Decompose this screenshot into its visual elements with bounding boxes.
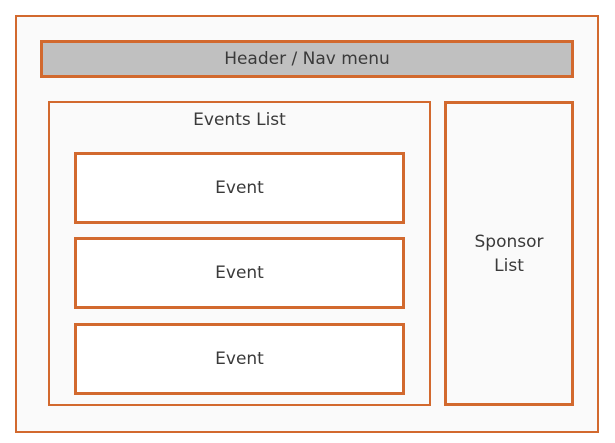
event-label: Event [215, 263, 264, 283]
header-label: Header / Nav menu [224, 49, 390, 69]
event-label: Event [215, 178, 264, 198]
event-item[interactable]: Event [74, 237, 405, 309]
events-list-title: Events List [193, 110, 286, 130]
event-label: Event [215, 349, 264, 369]
event-item[interactable]: Event [74, 152, 405, 224]
sponsor-list: Sponsor List [444, 101, 574, 406]
header-nav-menu[interactable]: Header / Nav menu [40, 40, 574, 78]
event-item[interactable]: Event [74, 323, 405, 395]
sponsor-list-label: Sponsor List [474, 231, 544, 276]
